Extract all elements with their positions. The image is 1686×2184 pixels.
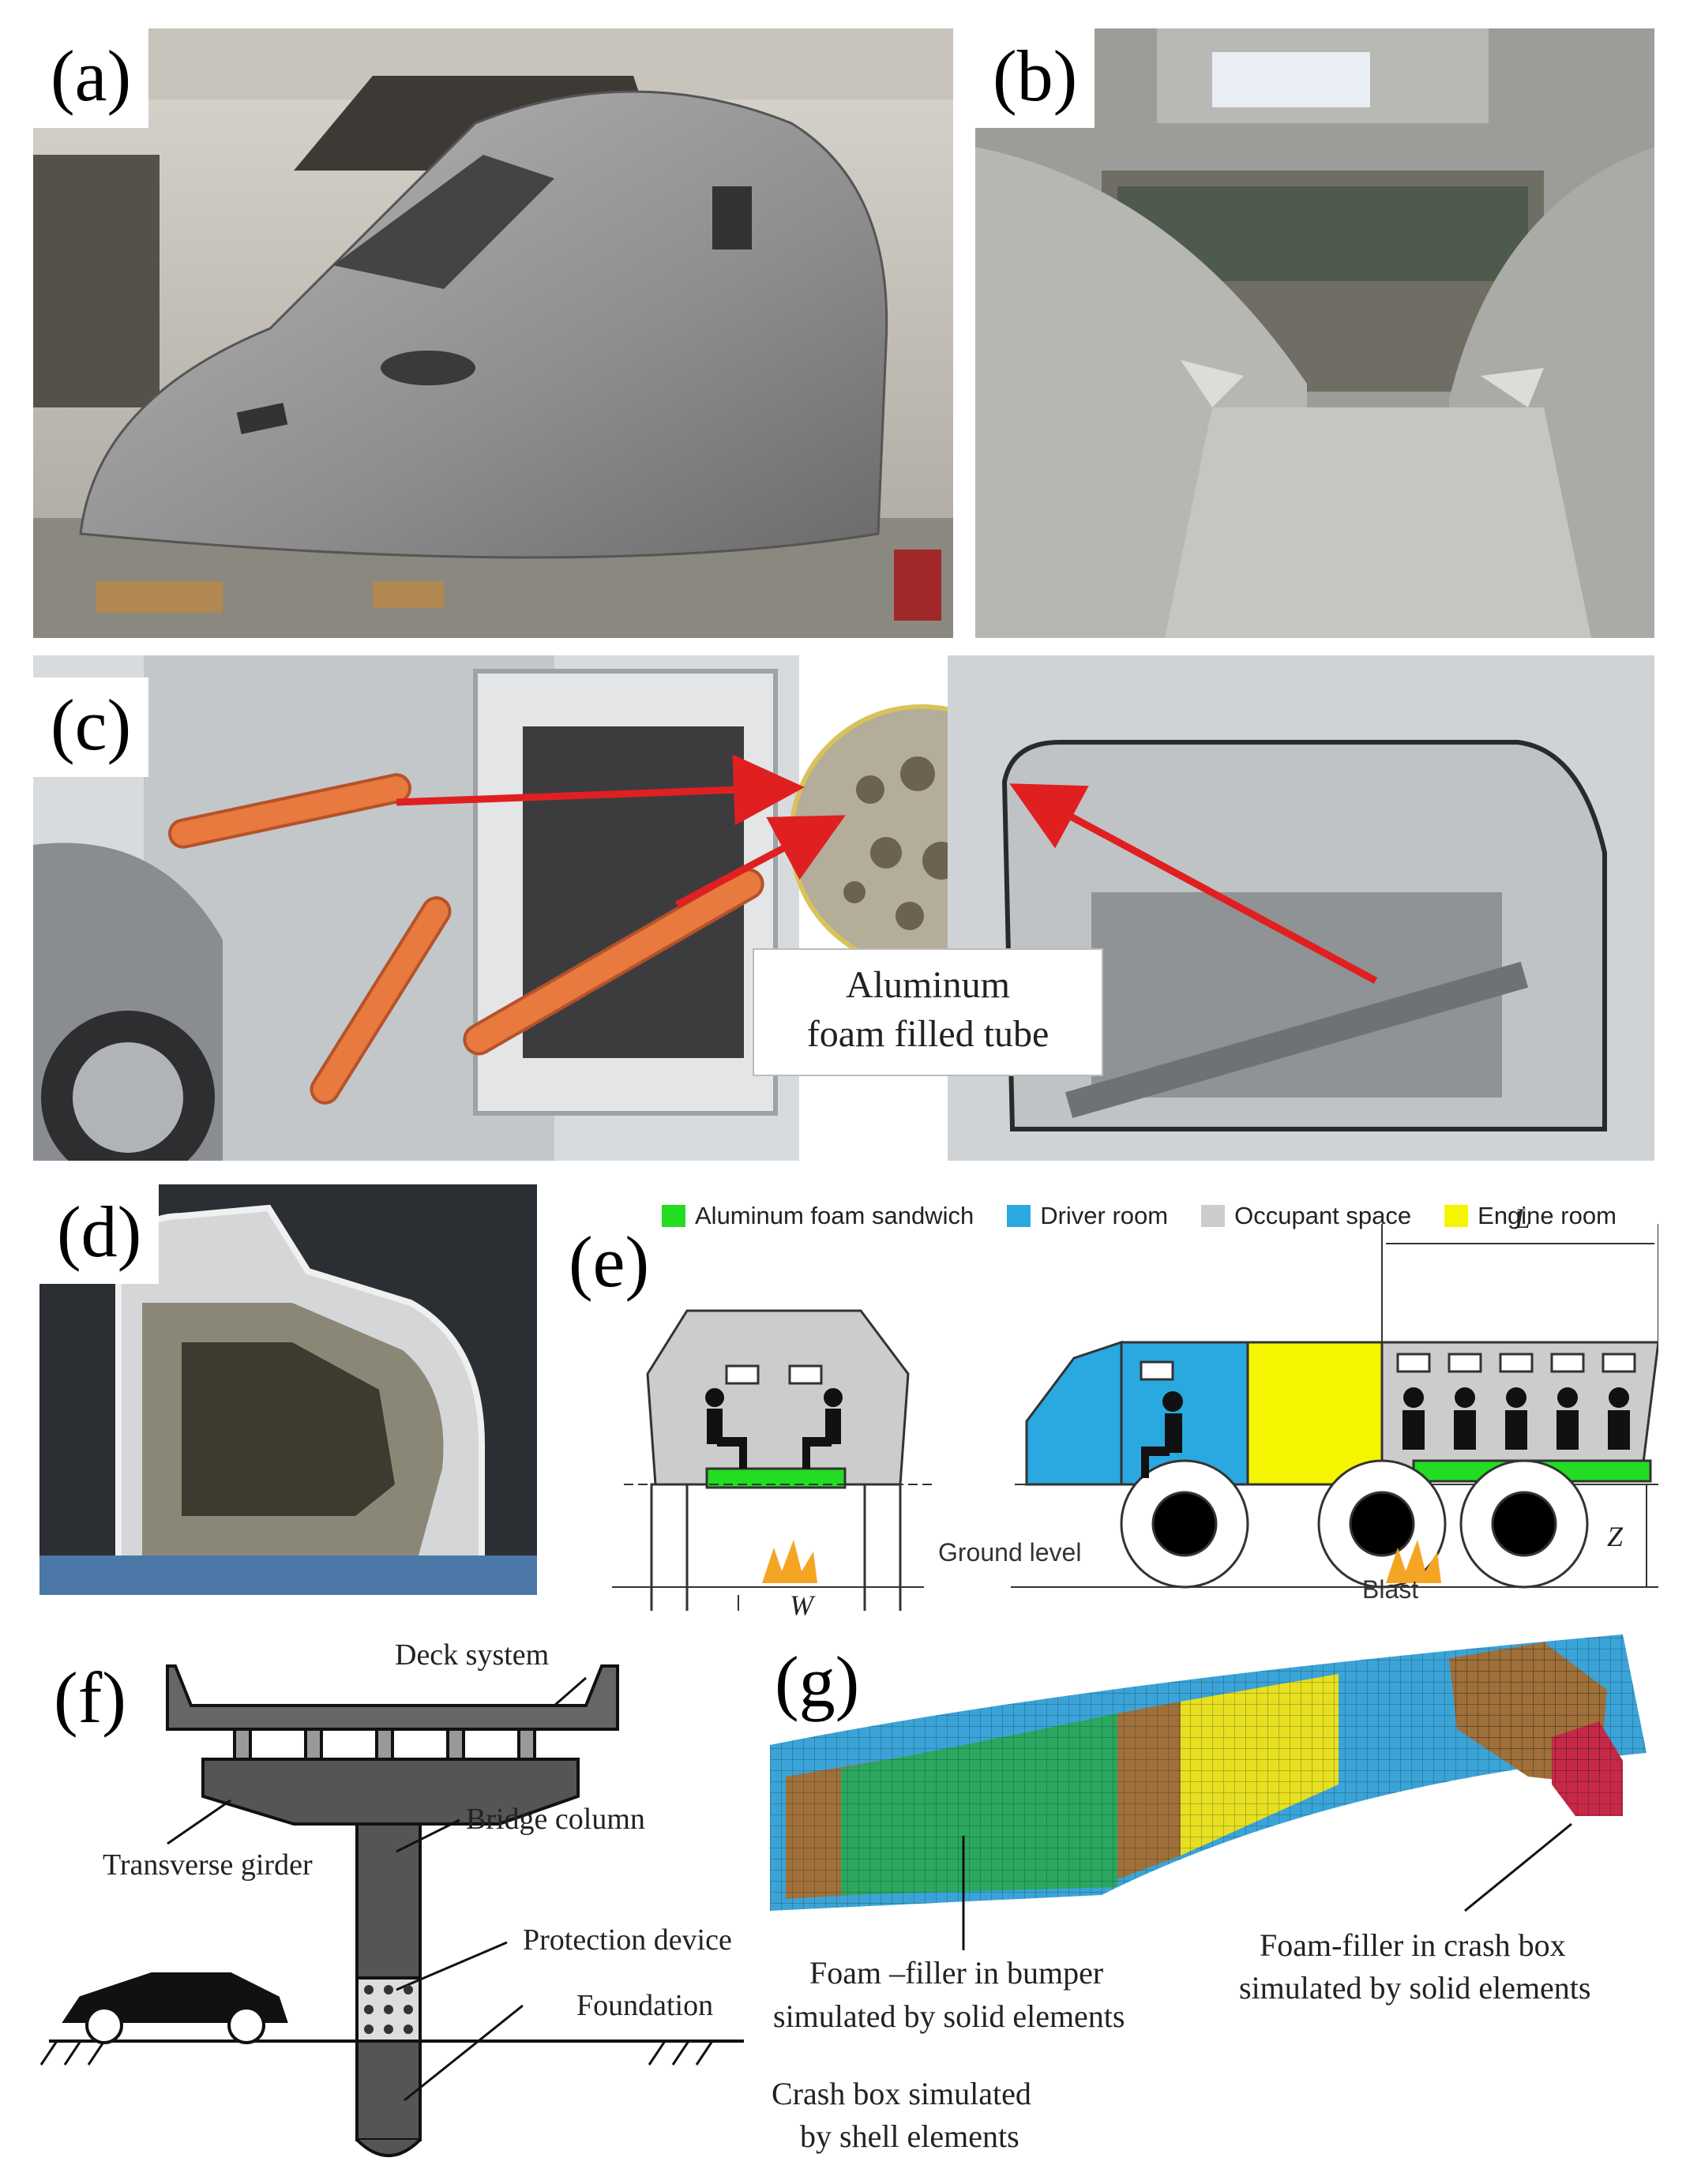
blast-label: Blast xyxy=(1362,1575,1419,1604)
shell-elements-label-line1: Crash box simulated xyxy=(772,2076,1031,2111)
panel-b-photo: (b) xyxy=(975,28,1654,638)
bridge-pier-diagram xyxy=(39,1664,744,2157)
panel-e: (e) Aluminum foam sandwich Driver room O… xyxy=(553,1184,1658,1611)
legend-swatch-foam-sandwich xyxy=(662,1205,685,1227)
legend-label-foam-sandwich: Aluminum foam sandwich xyxy=(695,1202,974,1229)
shell-elements-label-line2: by shell elements xyxy=(800,2118,1019,2154)
panel-a-label: (a) xyxy=(33,28,149,128)
legend-swatch-driver-room xyxy=(1007,1205,1031,1227)
crashbox-filler-label-line2: simulated by solid elements xyxy=(1239,1970,1591,2006)
arrow-2 xyxy=(674,815,846,908)
panel-c: Aluminum foam filled tube (c) xyxy=(33,655,1654,1161)
panel-e-label: (e) xyxy=(561,1221,658,1303)
legend-label-driver-room: Driver room xyxy=(1040,1202,1169,1229)
legend-item-driver-room: Driver room xyxy=(1007,1202,1168,1230)
panel-g: (g) Foam –filler in bumper simulated by … xyxy=(770,1627,1670,2179)
dim-label-W-visible: W xyxy=(790,1589,813,1621)
panel-b-label: (b) xyxy=(975,28,1095,128)
legend-item-foam-sandwich: Aluminum foam sandwich xyxy=(662,1202,974,1230)
protection-device-label: Protection device xyxy=(523,1923,732,1957)
transverse-girder-label: Transverse girder xyxy=(103,1848,313,1882)
arrow-1 xyxy=(396,754,805,826)
panel-d-label: (d) xyxy=(39,1184,160,1284)
ground-level-label: Ground level xyxy=(938,1538,1082,1567)
crashbox-filler-label-line1: Foam-filler in crash box xyxy=(1260,1927,1566,1963)
bumper-crashbox-fe-mesh xyxy=(770,1634,1647,1950)
panel-e-legend: Aluminum foam sandwich Driver room Occup… xyxy=(662,1202,1635,1230)
panel-d-photo: (d) xyxy=(39,1184,537,1595)
foam-tube-callout-line1: Aluminum xyxy=(845,964,1010,1006)
foam-tube-callout-line2: foam filled tube xyxy=(806,1013,1050,1055)
arrows-to-foam xyxy=(396,754,1378,984)
car-door-photos xyxy=(33,655,1654,1161)
panel-f-label: (f) xyxy=(49,1658,131,1737)
legend-label-engine-room: Engine room xyxy=(1478,1202,1617,1229)
armored-vehicle-diagram xyxy=(612,1224,1658,1611)
bridge-column-label: Bridge column xyxy=(466,1803,645,1836)
panel-f: (f) xyxy=(33,1627,768,2179)
cab-interior-photo xyxy=(975,28,1654,638)
panel-a-photo: (a) xyxy=(33,28,953,638)
legend-swatch-engine-room xyxy=(1444,1205,1469,1227)
arrow-3 xyxy=(1009,783,1378,984)
foundation-label: Foundation xyxy=(576,1989,714,2022)
legend-swatch-occupant-space xyxy=(1201,1205,1226,1227)
dim-label-Z: Z xyxy=(1607,1521,1624,1552)
deck-system-label: Deck system xyxy=(395,1638,550,1672)
legend-item-engine-room: Engine room xyxy=(1444,1202,1617,1230)
panel-c-label: (c) xyxy=(33,677,149,777)
dim-label-L: L xyxy=(1515,1203,1531,1234)
train-cab-shell-photo xyxy=(33,28,953,638)
panel-g-label: (g) xyxy=(770,1642,865,1721)
bumper-filler-label-line2: simulated by solid elements xyxy=(773,1998,1125,2034)
bumper-filler-label-line1: Foam –filler in bumper xyxy=(809,1955,1104,1991)
